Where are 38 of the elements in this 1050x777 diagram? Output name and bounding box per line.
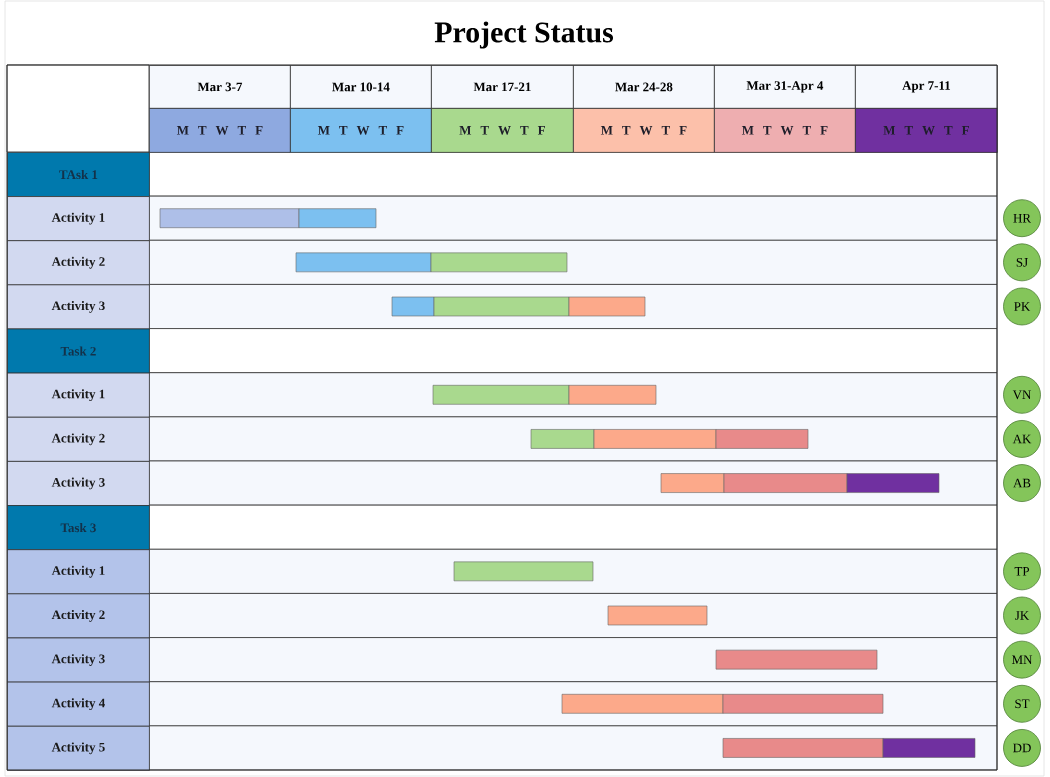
- initials-badge: AK: [1003, 420, 1041, 458]
- activity-cell: Activity 1: [7, 549, 150, 595]
- initials-badge: HR: [1003, 199, 1041, 238]
- initials-badge: MN: [1003, 640, 1041, 679]
- week-header: Mar 31-Apr 4: [714, 65, 856, 109]
- initials-badge: ST: [1003, 684, 1041, 723]
- activity-cell: Activity 1: [7, 196, 150, 242]
- initials-badge: AB: [1003, 464, 1041, 502]
- title: Project Status: [434, 21, 614, 49]
- week-header: Mar 24-28: [573, 65, 715, 109]
- initials-badge: VN: [1003, 375, 1041, 414]
- weekday-header: M T W T F: [573, 108, 715, 153]
- week-header: Mar 3-7: [149, 65, 291, 109]
- week-header: Mar 10-14: [290, 65, 432, 109]
- week-header: Mar 17-21: [431, 65, 574, 109]
- activity-cell: Activity 3: [7, 637, 150, 683]
- week-header: Apr 7-11: [855, 65, 998, 109]
- initials-badge: JK: [1003, 596, 1041, 635]
- activity-cell: Activity 5: [7, 725, 150, 771]
- initials-badge: TP: [1003, 552, 1041, 591]
- weekday-header: M T W T F: [714, 108, 856, 153]
- activity-cell: Activity 2: [7, 593, 150, 639]
- initials-badge: SJ: [1003, 243, 1041, 282]
- initials-badge: DD: [1003, 729, 1041, 767]
- activity-cell: Activity 2: [7, 416, 150, 462]
- activity-cell: Activity 1: [7, 372, 150, 418]
- activity-cell: Activity 2: [7, 240, 150, 286]
- activity-cell: Activity 4: [7, 681, 150, 727]
- weekday-header: M T W T F: [149, 108, 291, 153]
- weekday-header: M T W T F: [290, 108, 432, 153]
- activity-cell: Activity 3: [7, 461, 150, 506]
- task-cell: Task 3: [7, 505, 150, 551]
- initials-badge: PK: [1003, 287, 1041, 326]
- task-cell: Task 2: [7, 328, 150, 374]
- activity-cell: Activity 3: [7, 284, 150, 330]
- weekday-header: M T W T F: [431, 108, 574, 153]
- weekday-header: M T W T F: [855, 108, 998, 153]
- task-cell: TAsk 1: [7, 152, 150, 197]
